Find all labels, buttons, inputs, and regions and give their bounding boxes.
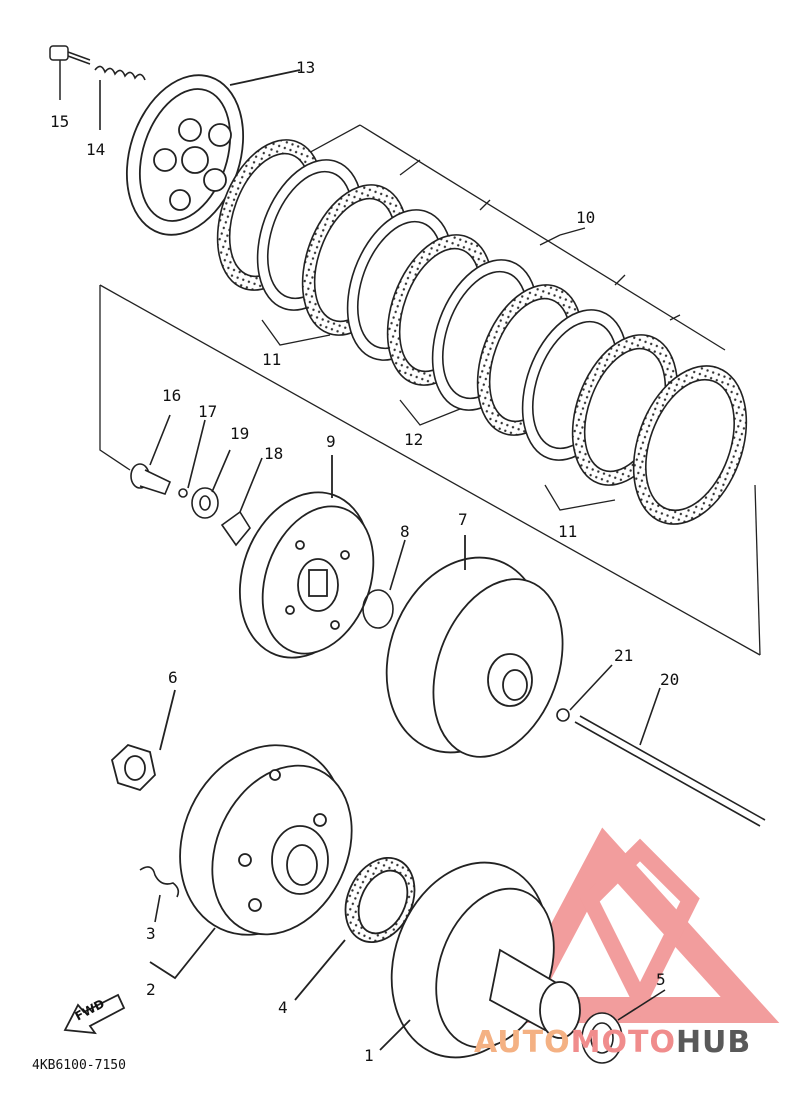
part-label-12: 12 (404, 430, 424, 449)
part-label-10: 10 (576, 208, 596, 227)
part-label-1: 1 (364, 1046, 374, 1065)
part-label-14: 14 (86, 140, 106, 159)
part-label-21: 21 (614, 646, 634, 665)
clutch-boss-part-9 (238, 455, 375, 659)
part-label-5: 5 (656, 970, 666, 989)
clutch-plate-stack (216, 139, 748, 525)
small-parts-16-19 (130, 414, 263, 547)
housing-part-1 (379, 861, 581, 1059)
circlip-part-8 (362, 539, 406, 629)
part-label-17: 17 (198, 402, 218, 421)
part-label-3: 3 (146, 924, 156, 943)
part-label-6: 6 (168, 668, 178, 687)
part-label-11-lower: 11 (558, 522, 578, 541)
part-label-9: 9 (326, 432, 336, 451)
part-label-7: 7 (458, 510, 468, 529)
clutch-housing-part-7 (385, 535, 564, 758)
part-label-11-upper: 11 (262, 350, 282, 369)
part-label-13: 13 (296, 58, 316, 77)
part-label-20: 20 (660, 670, 680, 689)
washer-part-5 (581, 989, 666, 1064)
nut-part-6 (110, 689, 176, 792)
watermark-part-moto: MOTO (570, 1025, 676, 1060)
part-label-4: 4 (278, 998, 288, 1017)
watermark-part-hub: HUB (675, 1025, 752, 1060)
watermark-text: AUTOMOTOHUB (474, 1028, 751, 1058)
clip-part-3 (139, 866, 180, 923)
fwd-arrow-icon (63, 993, 126, 1035)
spring-part-14 (94, 65, 146, 130)
watermark-part-auto: AUTO (474, 1025, 571, 1060)
diagram-code: 4KB6100-7150 (32, 1058, 126, 1073)
part-label-18: 18 (264, 444, 284, 463)
part-label-19: 19 (230, 424, 250, 443)
bolt-part-15 (49, 45, 91, 100)
pushrod-parts-20-21 (556, 664, 766, 827)
pressure-plate-part-13 (125, 69, 301, 236)
part-label-15: 15 (50, 112, 70, 131)
plate-group-brackets (99, 124, 761, 656)
part-label-16: 16 (162, 386, 182, 405)
part-label-8: 8 (400, 522, 410, 541)
primary-gear-part-2 (149, 744, 353, 980)
part-label-2: 2 (146, 980, 156, 999)
